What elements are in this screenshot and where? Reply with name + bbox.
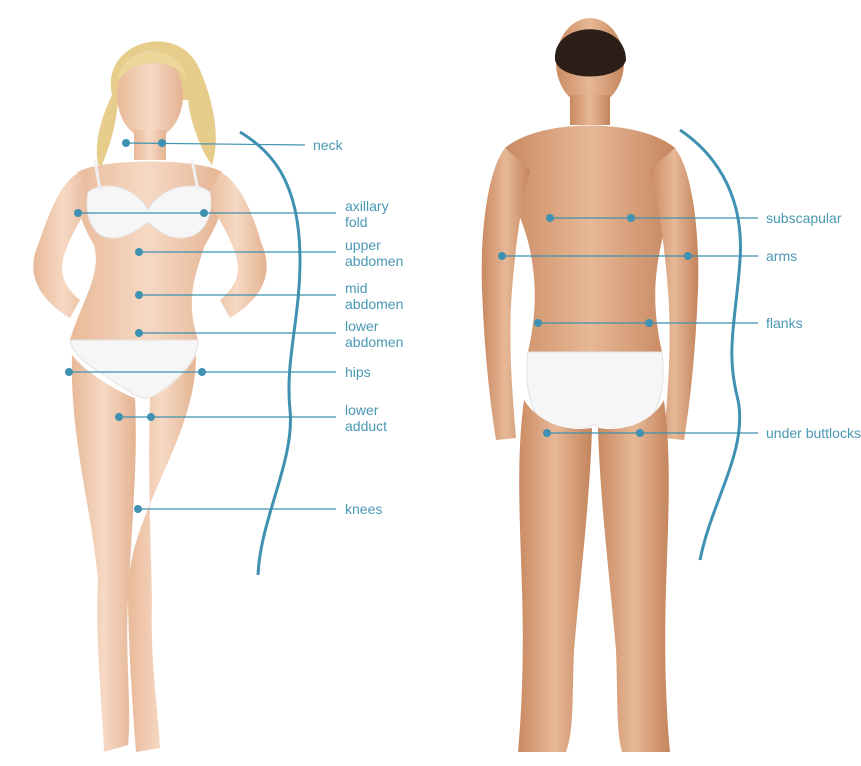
label-mid-abdomen-line-1: abdomen xyxy=(345,296,403,312)
female-left-arm xyxy=(33,172,94,318)
marker-dot-flanks-0 xyxy=(534,319,542,327)
label-lower-abdomen-line-0: lower xyxy=(345,318,379,334)
label-axillary-fold-line-0: axillary xyxy=(345,198,389,214)
label-lower-adduct-line-0: lower xyxy=(345,402,379,418)
marker-dot-axillary-fold-0 xyxy=(74,209,82,217)
label-arms-line-0: arms xyxy=(766,248,797,264)
male-left-arm xyxy=(482,148,530,440)
marker-dot-hips-1 xyxy=(198,368,206,376)
label-lower-adduct-line-1: adduct xyxy=(345,418,387,434)
marker-dot-lower-adduct-0 xyxy=(115,413,123,421)
marker-dot-flanks-1 xyxy=(645,319,653,327)
male-right-leg xyxy=(598,400,670,752)
female-right-arm xyxy=(206,172,267,318)
marker-dot-under-buttlocks-0 xyxy=(543,429,551,437)
marker-dot-arms-0 xyxy=(498,252,506,260)
male-torso xyxy=(503,126,678,353)
label-mid-abdomen-line-0: mid xyxy=(345,280,368,296)
label-axillary-fold-line-1: fold xyxy=(345,214,368,230)
label-neck-line-0: neck xyxy=(313,137,344,153)
male-neck xyxy=(570,95,610,125)
male-left-leg xyxy=(518,400,592,752)
marker-dot-lower-adduct-1 xyxy=(147,413,155,421)
marker-dot-lower-abdomen-0 xyxy=(135,329,143,337)
male-figure xyxy=(482,18,699,752)
marker-dot-under-buttlocks-1 xyxy=(636,429,644,437)
marker-dot-subscapular-0 xyxy=(546,214,554,222)
marker-dot-arms-1 xyxy=(684,252,692,260)
label-subscapular-line-0: subscapular xyxy=(766,210,842,226)
marker-dot-subscapular-1 xyxy=(627,214,635,222)
label-upper-abdomen-line-1: abdomen xyxy=(345,253,403,269)
label-upper-abdomen-line-0: upper xyxy=(345,237,381,253)
label-under-buttlocks-line-0: under buttlocks xyxy=(766,425,861,441)
label-knees-line-0: knees xyxy=(345,501,382,517)
female-right-leg xyxy=(128,355,196,752)
marker-dot-upper-abdomen-0 xyxy=(135,248,143,256)
male-briefs xyxy=(527,352,663,432)
label-hips-line-0: hips xyxy=(345,364,371,380)
annotation-knees: knees xyxy=(134,501,382,517)
marker-dot-mid-abdomen-0 xyxy=(135,291,143,299)
marker-dot-axillary-fold-1 xyxy=(200,209,208,217)
label-flanks-line-0: flanks xyxy=(766,315,803,331)
marker-dot-neck-0 xyxy=(122,139,130,147)
marker-dot-hips-0 xyxy=(65,368,73,376)
marker-dot-neck-1 xyxy=(158,139,166,147)
female-figure xyxy=(33,41,266,752)
label-lower-abdomen-line-1: abdomen xyxy=(345,334,403,350)
marker-dot-knees-0 xyxy=(134,505,142,513)
female-left-leg xyxy=(72,355,136,752)
